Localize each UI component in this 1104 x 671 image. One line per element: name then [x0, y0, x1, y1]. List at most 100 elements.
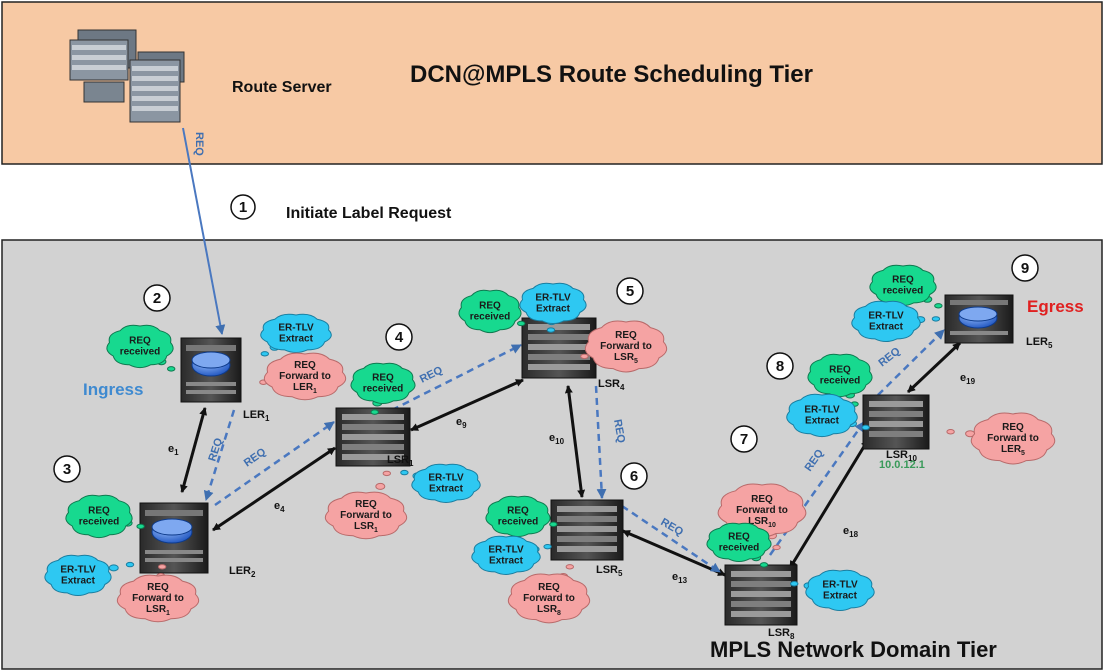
link-e9: [410, 378, 524, 432]
lsr5-switch-icon: [550, 499, 624, 561]
step-2: 2: [143, 284, 171, 312]
egress-label: Egress: [1027, 297, 1084, 316]
step-1-text: Initiate Label Request: [286, 205, 452, 222]
ler2-router-icon: [139, 502, 209, 574]
route-scheduling-tier-title: DCN@MPLS Route Scheduling Tier: [410, 61, 813, 88]
edge-label-e1: e1: [168, 443, 179, 457]
lsr8-switch-icon: [724, 564, 798, 626]
req-arrow-ler1-ler2: [203, 409, 236, 501]
edge-label-e4: e4: [274, 500, 285, 514]
step-3: 3: [53, 455, 81, 483]
edge-label-e19: e19: [960, 372, 976, 386]
edge-label-e13: e13: [672, 571, 688, 585]
step-5: 5: [616, 277, 644, 305]
node-label-ler2: LER2: [229, 565, 256, 579]
link-e18: [788, 439, 870, 569]
lsr10-switch-icon: [862, 394, 930, 450]
link-e19: [906, 341, 962, 394]
req-arrow-lsr10-ler5: [877, 329, 945, 396]
svg-text:8: 8: [776, 358, 784, 375]
node-label-ler1: LER1: [243, 409, 270, 423]
req-arrow-lsr4-lsr5: [594, 385, 607, 499]
svg-text:4: 4: [395, 329, 404, 346]
link-e1: [179, 407, 208, 493]
lsr1-switch-icon: [335, 407, 411, 467]
step-6: 6: [620, 462, 648, 490]
step-9: 9: [1011, 254, 1039, 282]
ip-address-label: 10.0.12.1: [879, 459, 925, 471]
step-7: 7: [730, 425, 758, 453]
svg-text:2: 2: [153, 290, 161, 307]
node-label-lsr8: LSR8: [768, 627, 795, 641]
mpls-domain-tier-title: MPLS Network Domain Tier: [710, 637, 997, 662]
step-4: 4: [385, 323, 413, 351]
svg-text:5: 5: [626, 283, 634, 300]
svg-text:7: 7: [740, 431, 748, 448]
ler5-router-icon: [944, 294, 1014, 344]
ler1-router-icon: [180, 337, 242, 403]
step-8: 8: [766, 352, 794, 380]
lsr4-switch-icon: [521, 317, 597, 379]
step-1-number: 1: [239, 199, 247, 216]
req-arrow-lsr1-lsr4: [391, 343, 522, 412]
step-1-circle: [230, 194, 256, 220]
link-e13: [622, 529, 726, 577]
physical-links: [179, 341, 962, 577]
req-arrow-lsr5-lsr8: [621, 504, 721, 574]
edge-label-e9: e9: [456, 416, 467, 430]
ingress-label: Ingress: [83, 380, 143, 399]
edge-label-e10: e10: [549, 432, 565, 446]
route-server-label: Route Server: [232, 79, 332, 96]
node-label-lsr10: LSR10: [886, 449, 917, 463]
node-label-lsr5: LSR5: [596, 564, 623, 578]
req-arrow-ler2-lsr1: [214, 420, 335, 507]
svg-text:9: 9: [1021, 260, 1029, 277]
link-e4: [212, 446, 336, 532]
svg-text:3: 3: [63, 461, 71, 478]
